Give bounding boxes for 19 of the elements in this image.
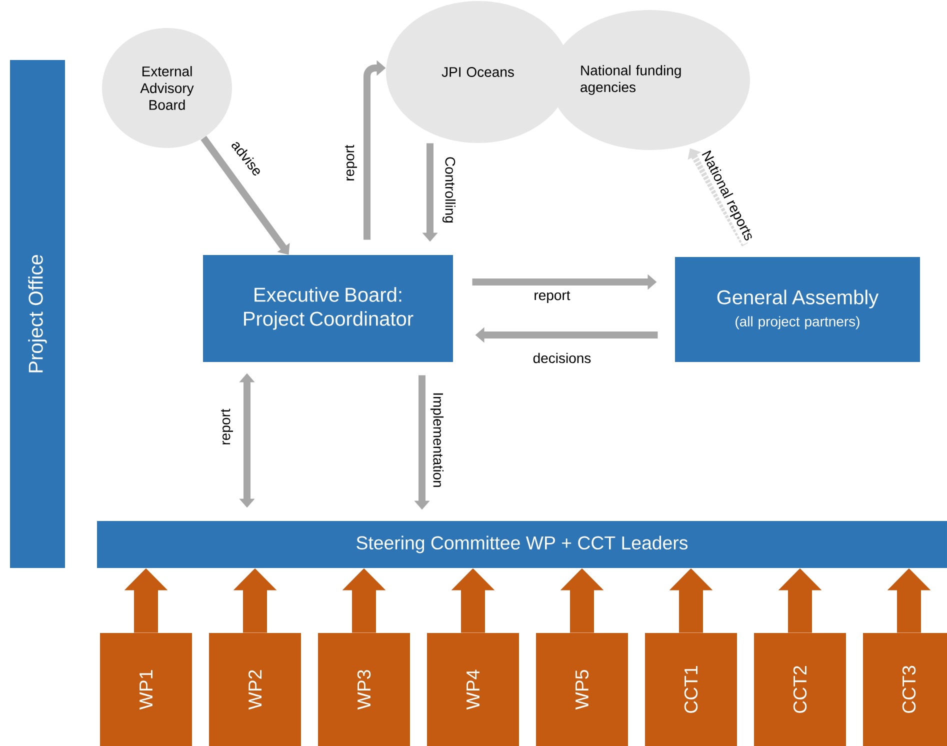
edge-label: Implementation xyxy=(429,390,445,490)
work-package-box: CCT1 xyxy=(645,632,737,746)
node-label: National funding agencies xyxy=(580,65,681,95)
board-box: Executive Board: Project Coordinator xyxy=(203,255,453,362)
board-box: General Assembly (all project partners) xyxy=(675,256,920,362)
work-package-box: WP4 xyxy=(427,632,519,746)
edge-label: report xyxy=(532,290,572,304)
edge-label: report xyxy=(220,407,234,447)
edge-label: report xyxy=(344,143,358,183)
edge-label: Controlling xyxy=(441,155,457,225)
work-package-box: WP2 xyxy=(209,632,301,746)
office-bar: Project Office xyxy=(10,60,65,568)
work-package-box: WP1 xyxy=(100,632,192,746)
work-package-box: WP5 xyxy=(536,632,628,746)
work-package-box: CCT2 xyxy=(754,632,846,746)
work-package-box: CCT3 xyxy=(863,632,947,746)
work-package-box: WP3 xyxy=(318,632,410,746)
committee-bar: Steering Committee WP + CCT Leaders xyxy=(97,521,947,568)
edge-label: decisions xyxy=(531,352,593,364)
